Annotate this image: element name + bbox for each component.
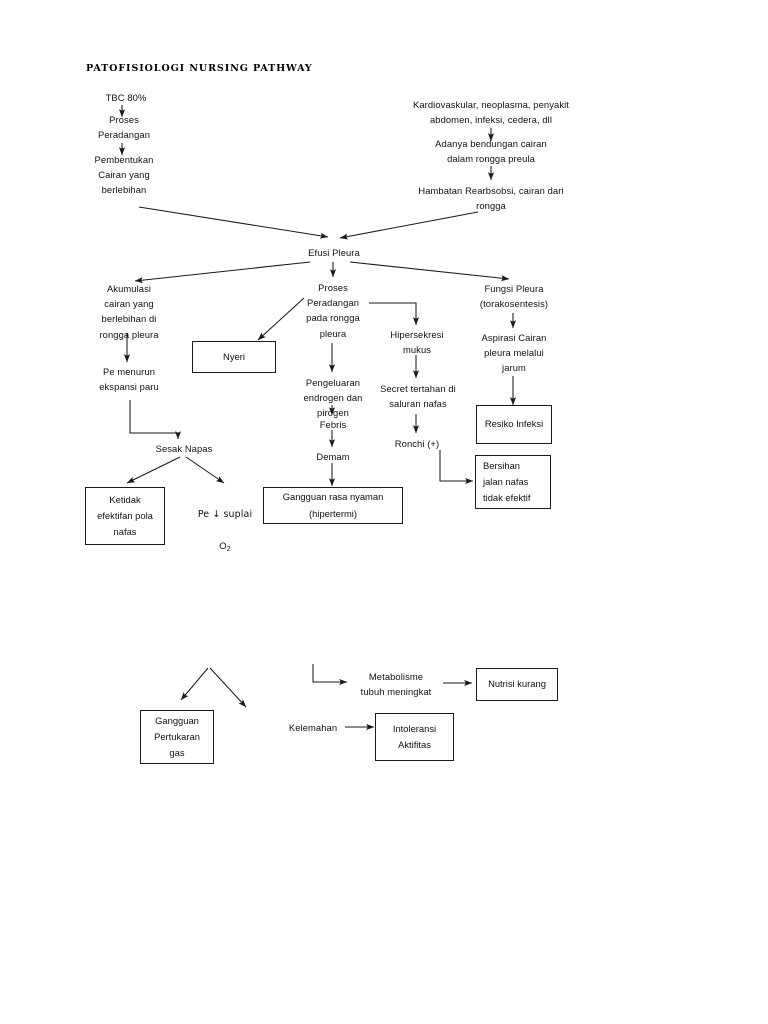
node-kelemahan: Kelemahan xyxy=(288,722,338,733)
node-metabolisme-tubuh: Metabolisme tubuh meningkat xyxy=(360,671,432,698)
arrow-sesak-to-pesuplai xyxy=(185,456,225,484)
node-pe-suplai-o2: Pe ↓ suplai O2 xyxy=(190,491,260,555)
node-hambatan-rearbsobsi: Hambatan Rearbsobsi, cairan dari rongga xyxy=(418,185,564,212)
arrow-apex-to-right xyxy=(209,667,247,708)
node-aspirasi-cairan: Aspirasi Cairan pleura melalui jarum xyxy=(481,332,547,374)
node-sesak-napas: Sesak Napas xyxy=(155,443,213,454)
node-secret-tertahan: Secret tertahan di saluran nafas xyxy=(380,383,456,410)
node-fungsi-pleura: Fungsi Pleura (torakosentesis) xyxy=(479,283,549,310)
node-proses-peradangan: Proses Peradangan xyxy=(97,114,151,141)
arrow-ronchi-to-bersihan xyxy=(439,450,474,485)
node-efusi-pleura: Efusi Pleura xyxy=(308,247,360,258)
box-nutrisi-kurang[interactable]: Nutrisi kurang xyxy=(476,668,558,701)
page-title: PATOFISIOLOGI NURSING PATHWAY xyxy=(86,63,313,74)
node-proses-peradangan-rongga: Proses Peradangan pada rongga pleura xyxy=(306,282,360,339)
node-tbc: TBC 80% xyxy=(105,92,147,103)
box-resiko-infeksi[interactable]: Resiko Infeksi xyxy=(476,405,552,444)
arrow-pemenurun-to-sesak xyxy=(129,400,182,440)
arrow-elbow-to-metabolisme xyxy=(312,664,348,686)
node-febris: Febris xyxy=(319,419,347,430)
o2-subscript: 2 xyxy=(226,545,231,553)
node-ronchi: Ronchi (+) xyxy=(394,438,440,449)
box-ketidak-efektifan-pola-nafas[interactable]: Ketidak efektifan pola nafas xyxy=(85,487,165,545)
box-nyeri[interactable]: Nyeri xyxy=(192,341,276,373)
node-pembentukan-cairan: Pembentukan Cairan yang berlebihan xyxy=(94,154,154,196)
arrow-efusi-to-fungsi-pleura xyxy=(349,261,510,282)
node-demam: Demam xyxy=(316,451,350,462)
box-bersihan-jalan-nafas[interactable]: Bersihan jalan nafas tidak efektif xyxy=(475,455,551,509)
arrow-apex-to-gangguanpertukaran xyxy=(180,667,209,701)
node-pengeluaran-endrogen: Pengeluaran endrogen dan pirogen xyxy=(303,377,363,419)
arrow-perongga-to-hipersekresi xyxy=(369,302,420,326)
node-kardiovaskular: Kardiovaskular, neoplasma, penyakit abdo… xyxy=(413,99,569,126)
arrow-sesak-to-ketidak xyxy=(126,456,181,484)
node-bendungan-cairan: Adanya bendungan cairan dalam rongga pre… xyxy=(435,138,547,165)
node-hipersekresi-mukus: Hipersekresi mukus xyxy=(390,329,444,356)
arrow-pembentukan-to-efusi xyxy=(138,206,329,239)
node-akumulasi-cairan: Akumulasi cairan yang berlebihan di rong… xyxy=(99,283,159,340)
arrow-hambatan-to-efusi xyxy=(339,211,479,240)
node-pe-menurun-ekspansi: Pe menurun ekspansi paru xyxy=(99,366,159,393)
o2-label: O xyxy=(219,539,227,551)
arrow-efusi-to-akumulasi xyxy=(134,261,311,284)
box-intoleransi-aktifitas[interactable]: Intoleransi Aktifitas xyxy=(375,713,454,761)
box-gangguan-pertukaran-gas[interactable]: Gangguan Pertukaran gas xyxy=(140,710,214,764)
box-gangguan-rasa-nyaman[interactable]: Gangguan rasa nyaman (hipertermi) xyxy=(263,487,403,524)
pe-suplai-label: Pe ↓ suplai xyxy=(197,509,253,521)
